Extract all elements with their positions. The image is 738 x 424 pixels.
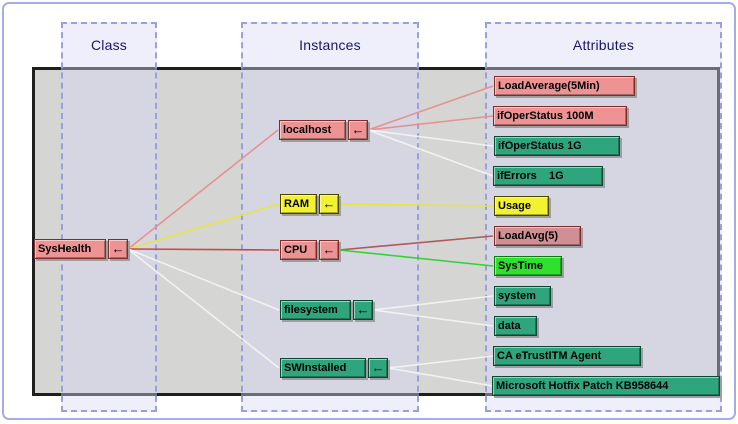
- left-arrow-icon[interactable]: ←: [348, 120, 368, 140]
- instance-label: RAM: [280, 194, 317, 214]
- attribute-node-ca-etrustitm-agent[interactable]: CA eTrustITM Agent: [493, 346, 641, 366]
- attribute-node-usage[interactable]: Usage: [494, 196, 549, 216]
- instance-label: SWInstalled: [280, 358, 366, 378]
- instance-label: localhost: [279, 120, 346, 140]
- column-instances: Instances: [241, 22, 419, 412]
- instance-node-cpu[interactable]: CPU ←: [280, 240, 339, 260]
- attribute-label: LoadAvg(5): [494, 226, 581, 246]
- attribute-node-ifoperstatus-100m[interactable]: ifOperStatus 100M: [493, 106, 627, 126]
- class-node-label: SysHealth: [34, 239, 106, 259]
- attribute-label: system: [494, 286, 551, 306]
- left-arrow-icon[interactable]: ←: [108, 239, 128, 259]
- left-arrow-icon[interactable]: ←: [353, 300, 373, 320]
- column-header-instances: Instances: [299, 37, 361, 53]
- left-arrow-icon[interactable]: ←: [319, 194, 339, 214]
- attribute-node-loadaverage-5min[interactable]: LoadAverage(5Min): [494, 76, 635, 96]
- attribute-node-microsoft-hotfix[interactable]: Microsoft Hotfix Patch KB958644: [492, 376, 720, 396]
- attribute-label: ifErrors 1G: [493, 166, 603, 186]
- attribute-node-loadavg5[interactable]: LoadAvg(5): [494, 226, 581, 246]
- attribute-label: SysTime: [494, 256, 562, 276]
- instance-node-swinstalled[interactable]: SWInstalled ←: [280, 358, 388, 378]
- instance-label: CPU: [280, 240, 317, 260]
- class-node-syshealth[interactable]: SysHealth ←: [34, 239, 128, 259]
- attribute-label: Usage: [494, 196, 549, 216]
- attribute-label: ifOperStatus 100M: [493, 106, 627, 126]
- instance-label: filesystem: [280, 300, 351, 320]
- attribute-label: Microsoft Hotfix Patch KB958644: [492, 376, 720, 396]
- column-header-attributes: Attributes: [572, 37, 635, 53]
- attribute-node-data[interactable]: data: [494, 316, 537, 336]
- instance-node-ram[interactable]: RAM ←: [280, 194, 339, 214]
- instance-node-localhost[interactable]: localhost ←: [279, 120, 368, 140]
- attribute-node-system[interactable]: system: [494, 286, 551, 306]
- instance-node-filesystem[interactable]: filesystem ←: [280, 300, 373, 320]
- attribute-node-iferrors-1g[interactable]: ifErrors 1G: [493, 166, 603, 186]
- attribute-node-ifoperstatus-1g[interactable]: ifOperStatus 1G: [494, 136, 620, 156]
- attribute-label: CA eTrustITM Agent: [493, 346, 641, 366]
- attribute-label: data: [494, 316, 537, 336]
- left-arrow-icon[interactable]: ←: [368, 358, 388, 378]
- attribute-label: LoadAverage(5Min): [494, 76, 635, 96]
- attribute-label: ifOperStatus 1G: [494, 136, 620, 156]
- left-arrow-icon[interactable]: ←: [319, 240, 339, 260]
- column-class: Class: [61, 22, 157, 412]
- attribute-node-systime[interactable]: SysTime: [494, 256, 562, 276]
- column-header-class: Class: [90, 37, 127, 53]
